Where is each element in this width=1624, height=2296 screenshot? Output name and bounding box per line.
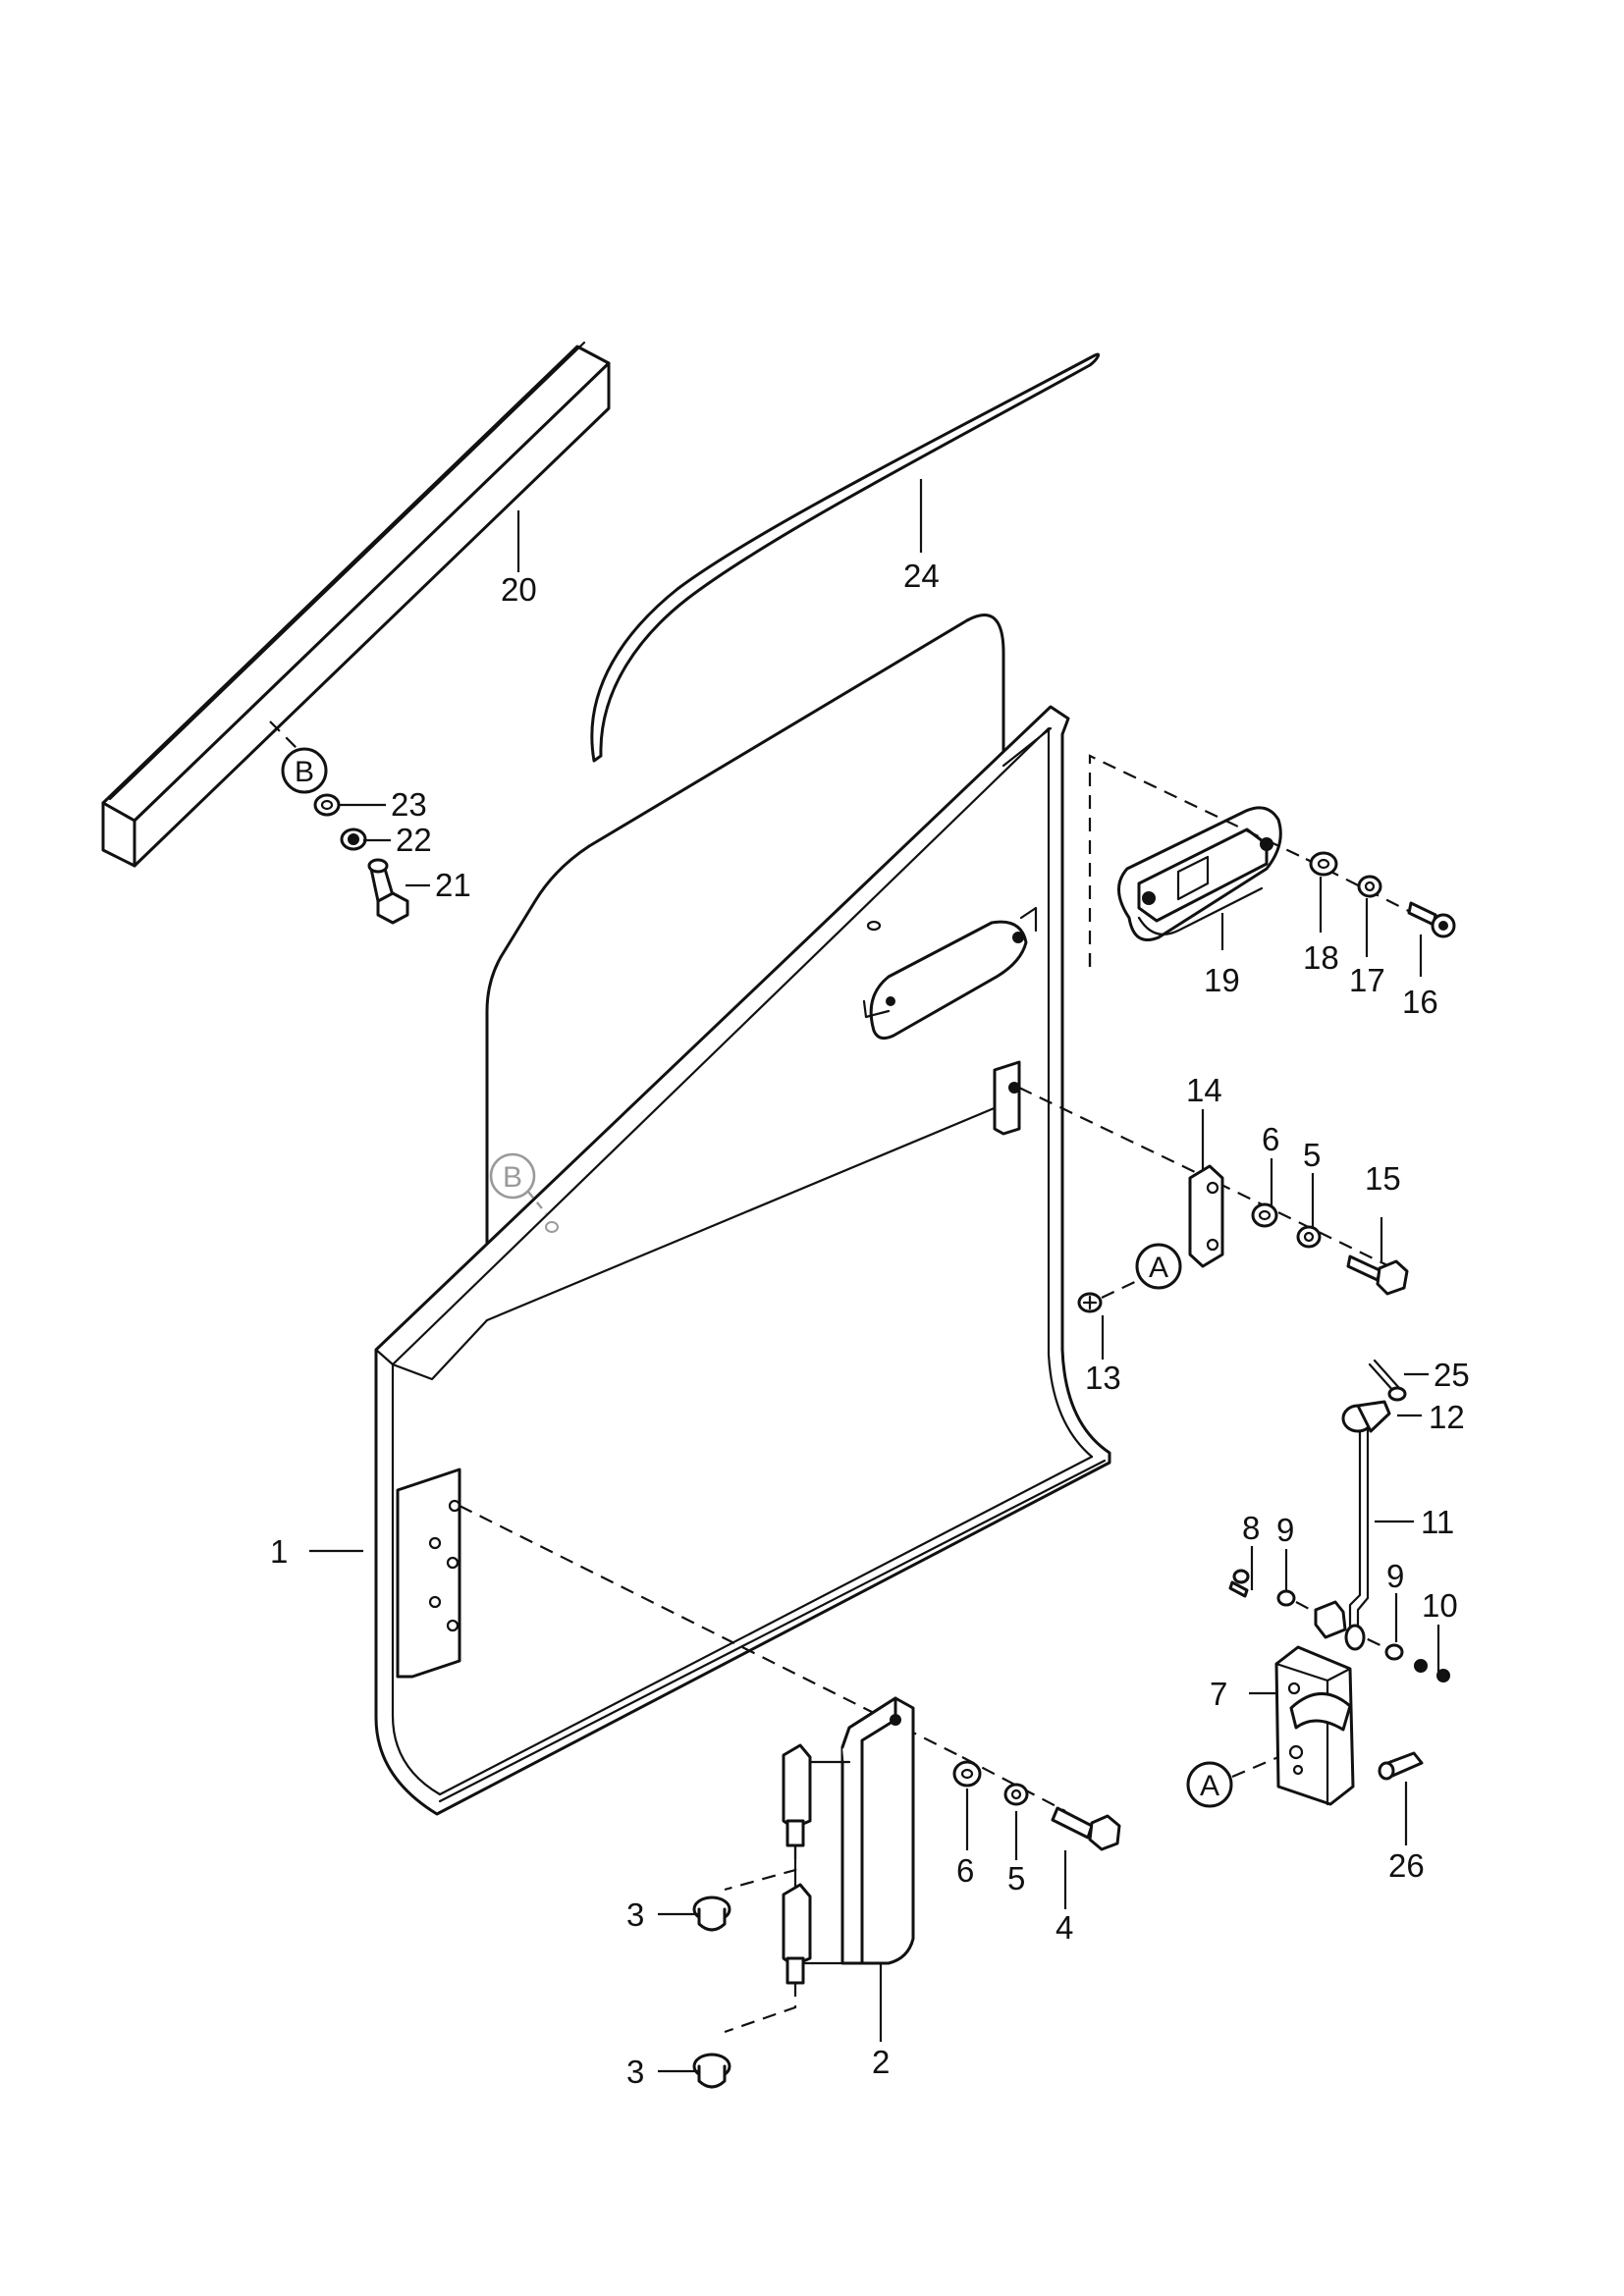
svg-text:B: B <box>503 1161 522 1194</box>
callout-2: 2 <box>872 2044 890 2080</box>
part-15-bolt <box>1346 1255 1409 1296</box>
part-18-washer <box>1309 851 1338 877</box>
callout-7: 7 <box>1210 1676 1227 1712</box>
callout-4: 4 <box>1056 1909 1073 1946</box>
callout-19: 19 <box>1204 962 1240 998</box>
part-17-lock-washer <box>1357 875 1382 898</box>
callout-11: 11 <box>1421 1504 1454 1540</box>
reference-marker-b-upper: B <box>281 747 328 794</box>
part-9-washer-right <box>1384 1643 1404 1661</box>
callout-8: 8 <box>1242 1510 1260 1546</box>
callout-23: 23 <box>391 786 427 823</box>
callout-6-upper: 6 <box>1262 1121 1279 1157</box>
part-24-seal-strip <box>590 352 1101 763</box>
part-7-latch <box>1274 1645 1355 1806</box>
callout-labels: 1 2 3 3 4 5 6 7 8 9 9 10 11 12 25 26 13 … <box>270 558 1470 2090</box>
callout-18: 18 <box>1303 939 1339 976</box>
part-9-washer-left <box>1276 1589 1296 1607</box>
part-6-washer-upper <box>1251 1202 1278 1228</box>
callout-22: 22 <box>396 822 432 858</box>
reference-marker-a-lower: A <box>1186 1755 1279 1808</box>
callout-24: 24 <box>903 558 940 594</box>
part-5-lock-washer-lower <box>1003 1783 1029 1806</box>
part-13-screw <box>1077 1279 1140 1313</box>
part-23-washer <box>313 793 341 817</box>
part-3-bushing-upper <box>692 1896 731 1932</box>
callout-5-lower: 5 <box>1007 1860 1025 1896</box>
part-8-screw <box>1228 1569 1250 1598</box>
svg-text:B: B <box>295 756 314 788</box>
part-12-clip <box>1341 1400 1391 1433</box>
part-19-door-handle <box>1117 806 1282 941</box>
part-5-lock-washer-upper <box>1296 1225 1322 1249</box>
callout-10: 10 <box>1422 1587 1458 1624</box>
callout-6-lower: 6 <box>956 1852 974 1889</box>
reference-marker-a-upper: A <box>1135 1243 1182 1290</box>
svg-text:A: A <box>1149 1252 1168 1284</box>
callout-16: 16 <box>1402 984 1438 1020</box>
part-21-bolt <box>367 858 409 925</box>
callout-14: 14 <box>1186 1072 1222 1108</box>
part-2-hinge <box>782 1696 915 1985</box>
callout-21: 21 <box>435 867 471 903</box>
callout-3-upper: 3 <box>626 1896 644 1933</box>
part-6-washer-lower <box>952 1760 982 1788</box>
callout-3-lower: 3 <box>626 2054 644 2090</box>
part-3-bushing-lower <box>692 2053 731 2089</box>
part-20-bar <box>101 341 611 868</box>
callout-9-left: 9 <box>1276 1512 1294 1548</box>
callout-15: 15 <box>1365 1160 1401 1197</box>
callout-1: 1 <box>270 1533 288 1570</box>
callout-12: 12 <box>1429 1399 1465 1435</box>
part-26-pin <box>1378 1751 1424 1781</box>
callout-13: 13 <box>1085 1360 1121 1396</box>
callout-20: 20 <box>501 571 537 608</box>
callout-26: 26 <box>1388 1847 1425 1884</box>
callout-17: 17 <box>1349 962 1385 998</box>
part-11-rod <box>1344 1412 1370 1651</box>
part-16-cap-screw <box>1407 901 1456 938</box>
leader-lines <box>309 479 1440 2073</box>
svg-text:A: A <box>1200 1770 1219 1802</box>
part-4-bolt <box>1051 1806 1121 1851</box>
callout-25: 25 <box>1434 1357 1470 1393</box>
part-1-door-panel <box>374 614 1111 1816</box>
part-14-striker-bracket <box>1188 1164 1224 1268</box>
part-22-lock-washer <box>340 828 367 851</box>
part-25-pin <box>1368 1359 1407 1402</box>
part-10-nut <box>1414 1659 1450 1682</box>
reference-marker-b-lower: B <box>489 1152 559 1233</box>
callout-5-upper: 5 <box>1303 1137 1321 1173</box>
callout-9-right: 9 <box>1386 1558 1404 1594</box>
